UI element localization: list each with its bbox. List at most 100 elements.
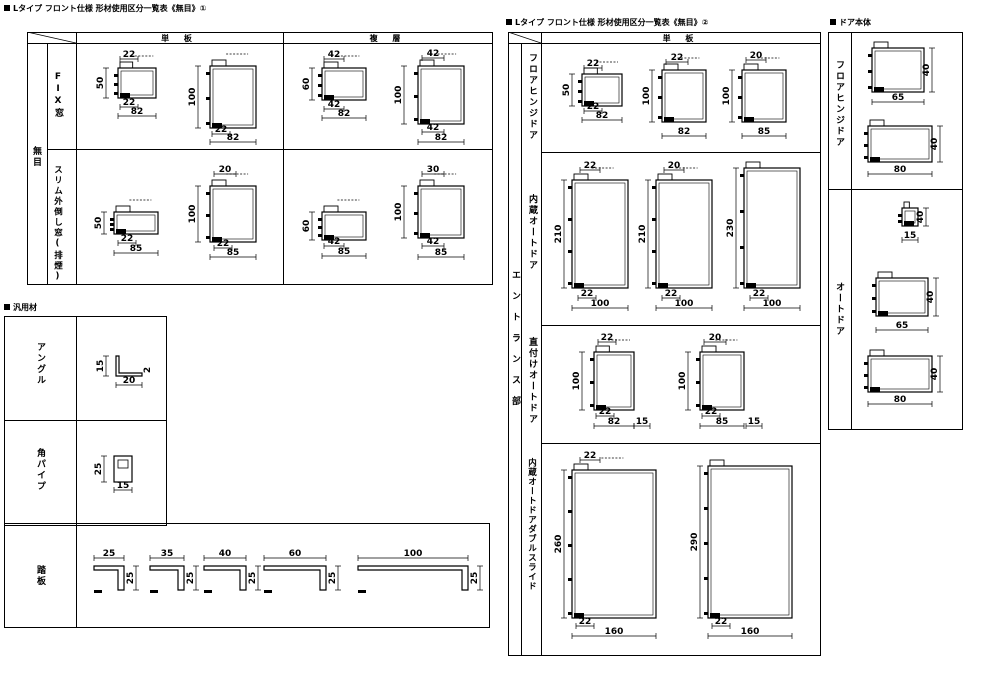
profile-section: [864, 119, 933, 163]
profile-section: [206, 179, 257, 243]
dimension-label: 100: [675, 299, 694, 309]
dimension-label: 22: [587, 102, 600, 112]
dimension-label: 42: [427, 123, 440, 133]
dimension-label: 40: [916, 211, 926, 224]
profile-section: [652, 173, 713, 289]
dimension-label: 15: [904, 231, 917, 241]
dimension-label: 82: [435, 133, 448, 143]
corner-diagonal: [27, 32, 76, 43]
dimension-label: 22: [587, 59, 600, 69]
dimension-label: 22: [601, 333, 614, 343]
dimension-label: 82: [131, 107, 144, 117]
dimension-label: 22: [123, 98, 136, 108]
dimension-label: 42: [328, 100, 341, 110]
dimension-label: 100: [188, 88, 198, 107]
dimension-label: 22: [599, 407, 612, 417]
profile-section: [738, 63, 787, 123]
dimension-label: 210: [554, 225, 564, 244]
dimension-label: 15: [748, 417, 761, 427]
dimension-label: 100: [394, 86, 404, 105]
dimension-label: 40: [219, 549, 232, 559]
dimension-label: 82: [596, 111, 609, 121]
dimension-label: 82: [227, 133, 240, 143]
dimension-label: 82: [608, 417, 621, 427]
door-table-frame: [828, 32, 963, 430]
profile-section: [318, 61, 367, 101]
dimension-label: 85: [130, 244, 143, 254]
dimension-label: 25: [103, 549, 116, 559]
dimension-label: 22: [665, 289, 678, 299]
general-table-lower: [4, 523, 490, 628]
dimension-label: 100: [642, 87, 652, 106]
square-bullet-icon: [830, 19, 836, 25]
dimension-label: 42: [328, 50, 341, 60]
profile-section: [568, 173, 629, 289]
dimension-label: 82: [678, 127, 691, 137]
dimension-label: 25: [94, 463, 104, 476]
dimension-label: 35: [161, 549, 174, 559]
dimension-label: 25: [126, 572, 136, 585]
square-bullet-icon: [4, 5, 10, 11]
general-table-upper: [4, 316, 167, 526]
profile-section: [568, 463, 657, 619]
col-header-single: 単 板: [161, 34, 198, 43]
profile-section: [114, 61, 157, 99]
row-label-fix: FIX窓: [53, 72, 63, 119]
dimension-label: 25: [186, 572, 196, 585]
row-label-angle: アングル: [35, 342, 45, 386]
profile-section: [740, 161, 801, 289]
section-title-l2: Lタイプ フロント仕様 形材使用区分一覧表《無目》②: [506, 17, 708, 28]
dimension-label: 22: [581, 289, 594, 299]
dimension-label: 60: [302, 220, 312, 233]
dimension-label: 50: [96, 77, 106, 90]
dimension-label: 50: [94, 217, 104, 230]
stair-profile-2: 35 25: [149, 549, 199, 593]
dimension-label: 15: [636, 417, 649, 427]
row-label-double-slide: 内蔵オートドアダブルスライド: [526, 458, 537, 591]
section-title-l1: Lタイプ フロント仕様 形材使用区分一覧表《無目》①: [4, 3, 206, 14]
dimension-label: 210: [638, 225, 648, 244]
dimension-label: 22: [215, 125, 228, 135]
table1-frame: [27, 32, 493, 285]
row-label-slim: スリム外倒し窓(排煙): [52, 165, 63, 284]
stair-profile-1: 25 25: [93, 549, 139, 593]
group-label-entrance: エントランス部: [510, 270, 520, 417]
table2-frame: [508, 32, 821, 656]
dimension-label: 40: [930, 138, 940, 151]
dimension-label: 2: [143, 367, 153, 373]
group-label-mumoku: 無目: [31, 146, 41, 168]
dimension-label: 85: [435, 248, 448, 258]
row-label-floor-hinge: フロアヒンジドア: [527, 53, 537, 141]
profile-section: [658, 63, 707, 123]
dimension-label: 22: [705, 407, 718, 417]
dimension-label: 100: [678, 372, 688, 391]
row-label-direct-auto: 直付けオートドア: [527, 337, 537, 425]
dimension-label: 85: [758, 127, 771, 137]
dimension-label: 50: [562, 84, 572, 97]
dimension-label: 20: [123, 376, 136, 386]
row-label-pipe: 角パイプ: [35, 448, 45, 492]
dimension-label: 100: [404, 549, 423, 559]
dimension-label: 65: [892, 93, 905, 103]
dimension-label: 290: [690, 533, 700, 552]
dimension-label: 22: [217, 239, 230, 249]
dimension-label: 230: [726, 219, 736, 238]
col-header-double: 複 層: [369, 34, 407, 43]
dimension-label: 100: [394, 203, 404, 222]
